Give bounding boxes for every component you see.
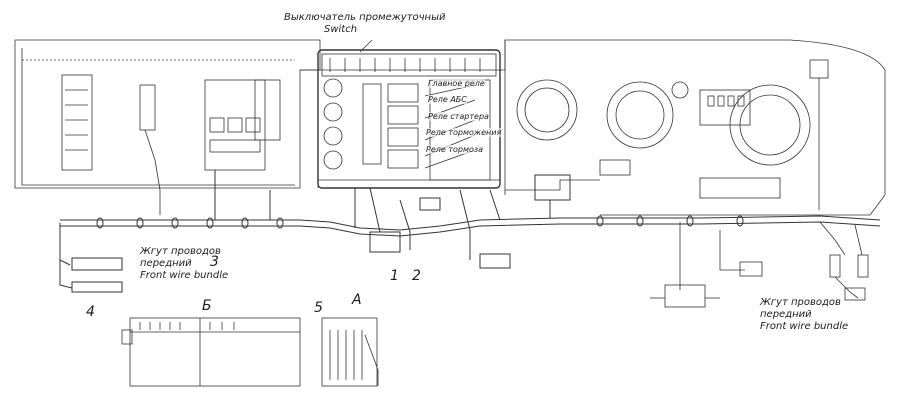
left-panel-blocks [61,74,281,215]
callout-4: 4 [86,304,95,320]
inset-view-b [121,317,301,387]
relay-main-label: Главное реле [428,79,485,88]
dashboard-outline [14,39,321,189]
callout-2: 2 [412,268,421,284]
harness-right-en: Front wire bundle [760,321,849,332]
switch-label-ru: Выключатель промежуточный [284,12,446,23]
harness-left-en: Front wire bundle [140,270,229,281]
relay-starter-label: Реле стартера [428,112,489,121]
callout-5: 5 [314,300,323,316]
view-b-label: Б [202,298,212,314]
instrument-gauges [505,59,829,210]
callout-1: 1 [390,268,399,284]
callout-3: 3 [210,254,219,270]
main-harness [59,170,881,293]
harness-left-ru-1: Жгут проводов [140,246,221,257]
view-a-label: А [352,292,362,308]
relay-box [317,49,501,189]
relay-brake2-label: Реле тормоза [426,145,484,154]
relay-abs-label: Реле АБС [428,95,467,104]
relay-brake-label: Реле торможения [426,128,502,137]
right-lower-components [650,221,869,308]
harness-left-ru-2: передний [140,258,192,269]
harness-right-ru-1: Жгут проводов [760,297,841,308]
switch-label-en: Switch [324,24,358,35]
inset-view-a [321,317,379,387]
harness-right-ru-2: передний [760,309,812,320]
